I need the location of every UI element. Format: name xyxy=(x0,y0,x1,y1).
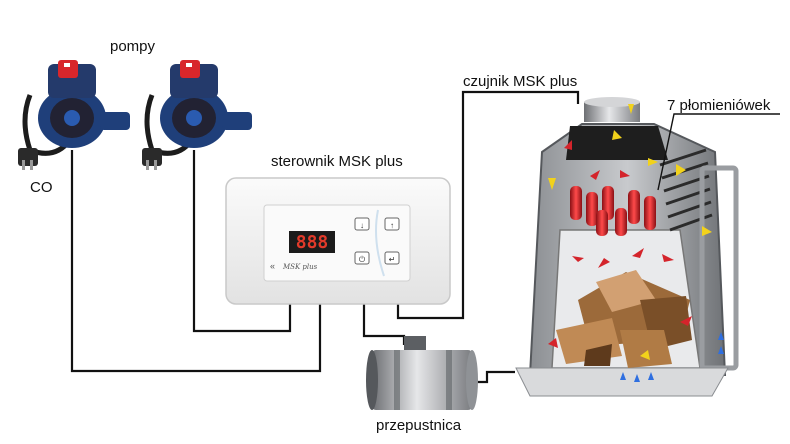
flue-tubes xyxy=(570,186,656,236)
co-label: CO xyxy=(30,179,53,196)
button-power[interactable] xyxy=(354,251,370,265)
button-power-label: ⏻ xyxy=(359,255,366,264)
air-intake-arrows xyxy=(620,332,724,382)
firewood xyxy=(556,270,692,368)
button-down-label: ↓ xyxy=(360,221,364,230)
controller-brand-arrow-icon: « xyxy=(270,261,275,271)
controller-msk-plus: 888 MSK plus « ↓ ↑ ⏻ ↵ xyxy=(225,177,451,305)
controller-display-digits: 888 xyxy=(296,232,329,253)
damper-label: przepustnica xyxy=(376,417,462,434)
wiring xyxy=(70,90,580,384)
button-up-label: ↑ xyxy=(390,221,394,230)
wire-sensor xyxy=(396,90,580,320)
damper xyxy=(366,336,478,410)
wire-co-pump xyxy=(70,150,322,373)
button-enter-label: ↵ xyxy=(389,255,396,264)
button-down[interactable] xyxy=(354,217,370,231)
controller-buttons: ↓ ↑ ⏻ ↵ xyxy=(354,217,400,265)
flame-tubes-leader-line xyxy=(657,113,780,191)
wire-damper-to-stove xyxy=(473,370,515,384)
button-enter[interactable] xyxy=(384,251,400,265)
heat-flow-arrows xyxy=(548,140,692,348)
controller-brand: MSK plus xyxy=(282,263,318,271)
pump-co xyxy=(18,60,130,170)
controller-label: sterownik MSK plus xyxy=(271,153,403,170)
pumps-label: pompy xyxy=(110,38,156,55)
button-up[interactable] xyxy=(384,217,400,231)
air-flow-arrows xyxy=(548,104,712,360)
wire-second-pump xyxy=(192,150,292,333)
sensor-label: czujnik MSK plus xyxy=(463,73,578,90)
flame-tubes-label: 7 płomieniówek xyxy=(667,97,771,114)
fireplace-insert xyxy=(515,97,739,397)
controller-display xyxy=(289,231,335,253)
pump-second xyxy=(142,60,252,170)
